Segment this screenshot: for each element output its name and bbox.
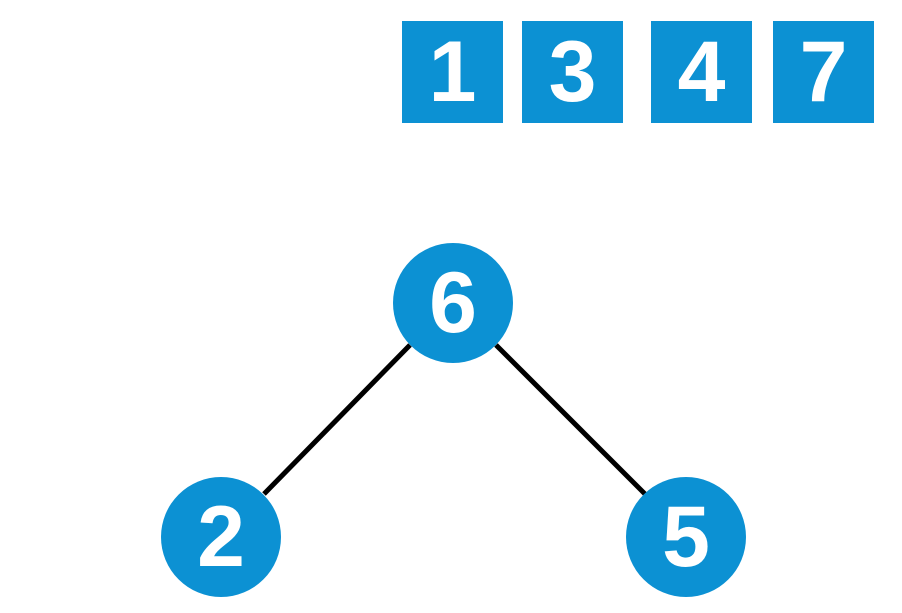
array-cell[interactable]: 7 bbox=[773, 21, 874, 123]
array-container: 1 3 4 7 bbox=[402, 21, 874, 123]
tree-edge-root-right bbox=[494, 343, 647, 496]
array-cell[interactable]: 3 bbox=[522, 21, 623, 123]
tree-node-right-child[interactable]: 5 bbox=[626, 477, 746, 597]
array-cell[interactable]: 1 bbox=[402, 21, 503, 123]
array-cell[interactable]: 4 bbox=[651, 21, 752, 123]
tree-edge-root-left bbox=[262, 343, 412, 496]
tree-node-left-child[interactable]: 2 bbox=[161, 477, 281, 597]
tree-node-root[interactable]: 6 bbox=[393, 243, 513, 363]
